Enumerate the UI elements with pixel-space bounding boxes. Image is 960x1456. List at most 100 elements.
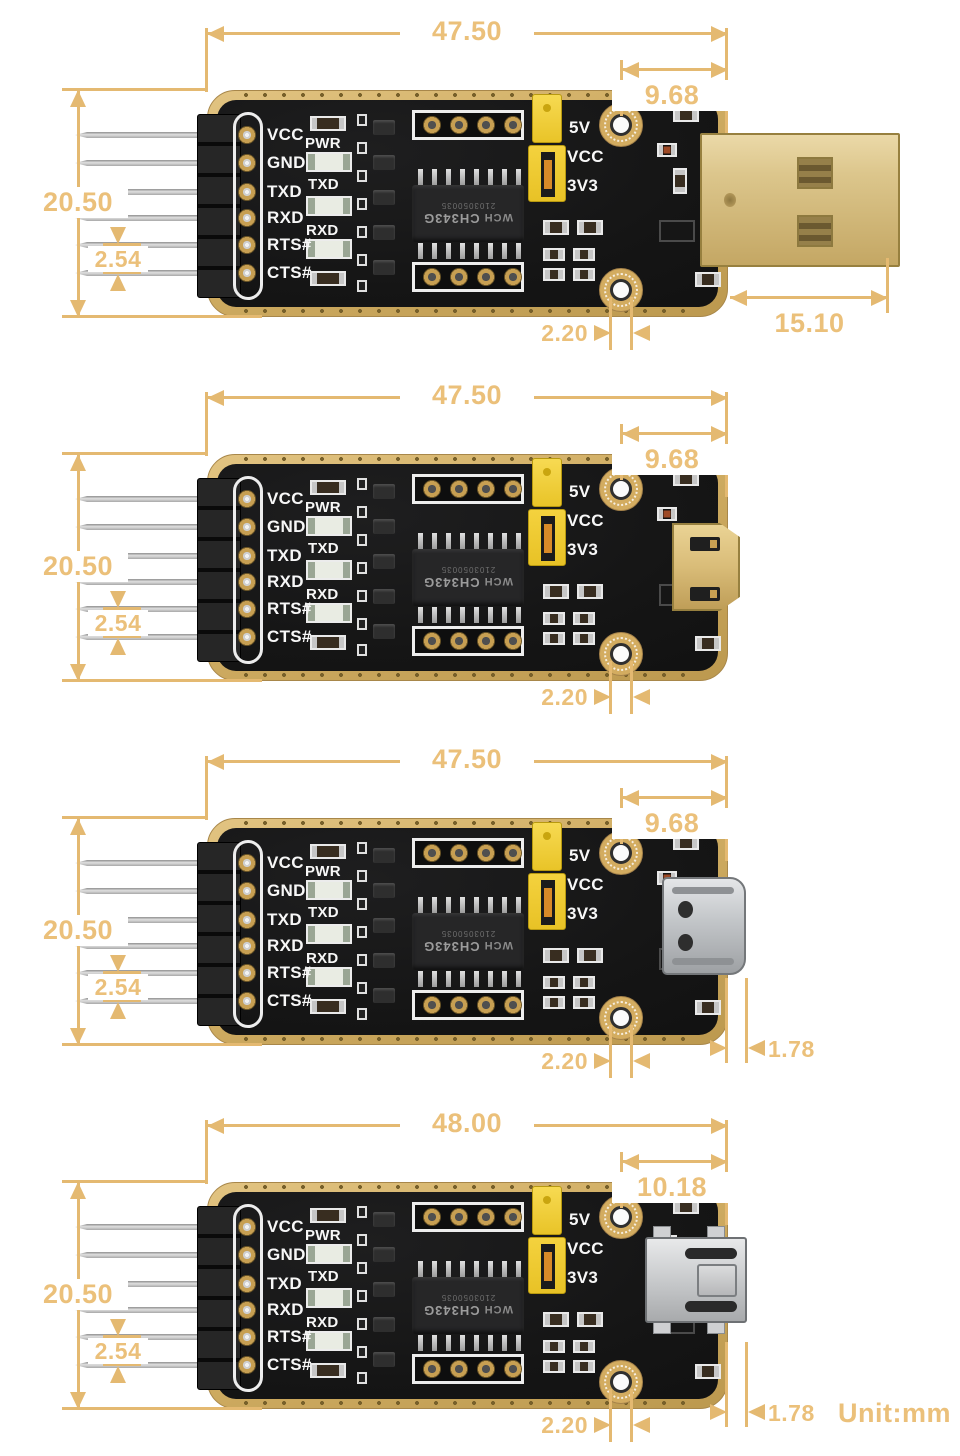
chip-leg [418, 533, 423, 549]
hole-center [610, 478, 632, 500]
pin-label: VCC [267, 125, 304, 144]
led-label: PWR [305, 863, 341, 880]
jumper-label-vcc: VCC [567, 511, 604, 530]
pad [477, 1208, 495, 1226]
led-pwr [306, 152, 352, 172]
pin-pad [238, 547, 256, 565]
chip-leg [446, 1335, 451, 1351]
header-pin [75, 270, 201, 276]
chip-part-number: CH343G [423, 939, 480, 954]
jumper-shunt [544, 160, 552, 189]
pin-label: TXD [267, 910, 302, 929]
dim-line [622, 68, 728, 71]
breakout-pads-bottom [412, 1354, 524, 1384]
smd [543, 996, 565, 1009]
chip-leg [460, 533, 465, 549]
hole-center [610, 114, 632, 136]
pin-label: VCC [267, 489, 304, 508]
chip-leg [432, 1261, 437, 1277]
smd-resistor [310, 271, 346, 286]
jumper-label-5v: 5V [569, 482, 591, 501]
chip-leg [432, 897, 437, 913]
arrow-left-icon [207, 754, 224, 770]
chip-leg [474, 1261, 479, 1277]
pin-pad-outline [233, 1204, 263, 1392]
board-section-1: 47.50 9.68 20.50 2.54 2.20 [0, 0, 960, 364]
hole-center [610, 1007, 632, 1029]
pin-pad [238, 854, 256, 872]
led-pwr [306, 1244, 352, 1264]
smd [357, 926, 367, 938]
pin-pad [238, 600, 256, 618]
breakout-pads-top [412, 110, 524, 140]
smd [357, 1262, 367, 1274]
extension-line [745, 978, 748, 1063]
dim-width-value: 47.50 [400, 744, 534, 776]
smd [357, 1290, 367, 1302]
led-label: RXD [306, 950, 339, 967]
smd [357, 1372, 367, 1384]
mounting-hole-bottom [599, 996, 643, 1040]
extension-line [205, 756, 208, 820]
transistor [373, 988, 395, 1003]
arrow-up-icon [70, 454, 86, 471]
chip-part-number: CH343G [423, 575, 480, 590]
chip-leg [432, 533, 437, 549]
edge-holes [237, 308, 698, 315]
smd-diode [657, 143, 677, 157]
hole-center [610, 1371, 632, 1393]
mounting-hole-top [599, 467, 643, 511]
smd [543, 1312, 569, 1327]
dim-line [207, 396, 728, 399]
mounting-hole-bottom [599, 1360, 643, 1404]
header-pin [75, 215, 201, 221]
hole-ring [604, 1001, 638, 1035]
chip-leg [474, 971, 479, 987]
dim-connector-length-value: 15.10 [742, 308, 877, 340]
chip-leg [446, 243, 451, 259]
smd [357, 1234, 367, 1246]
arrow-down-icon [110, 1319, 126, 1336]
transistor [373, 484, 395, 499]
smd [573, 268, 595, 281]
smd [357, 618, 367, 630]
header-pin [75, 943, 201, 949]
wch-logo: WCH [483, 575, 513, 587]
arrow-left-icon [633, 689, 650, 705]
chip-leg [460, 607, 465, 623]
pad [423, 1360, 441, 1378]
pad [450, 1360, 468, 1378]
jumper-cap [532, 822, 562, 871]
dim-line [207, 760, 728, 763]
smd [573, 248, 595, 261]
arrow-down-icon [70, 664, 86, 681]
usb-c-weld [678, 901, 693, 918]
arrow-left-icon [633, 1053, 650, 1069]
transistor [373, 120, 395, 135]
pin-label: RXD [267, 208, 304, 227]
arrow-right-icon [711, 390, 728, 406]
pad [504, 1360, 522, 1378]
dim-width-value: 47.50 [400, 16, 534, 48]
arrow-right-icon [711, 1118, 728, 1134]
chip-leg [474, 1335, 479, 1351]
pin-label: RTS# [267, 599, 312, 618]
hole-ring [604, 637, 638, 671]
jumper-label-3v3: 3V3 [567, 904, 599, 923]
smd [573, 1360, 595, 1373]
header-pin [75, 970, 201, 976]
smd [543, 976, 565, 989]
transistor [373, 624, 395, 639]
pad [477, 996, 495, 1014]
pcb-board: VCC GND TXD RXD RTS# CTS# PWR TXD RXD [75, 818, 728, 1045]
pad [423, 116, 441, 134]
header-pin [75, 1281, 201, 1287]
smd [573, 612, 595, 625]
arrow-right-icon [594, 689, 611, 705]
pin-pad [238, 490, 256, 508]
chip-leg [446, 533, 451, 549]
header-pin [75, 1252, 201, 1258]
mounting-hole-bottom [599, 632, 643, 676]
pad [450, 632, 468, 650]
